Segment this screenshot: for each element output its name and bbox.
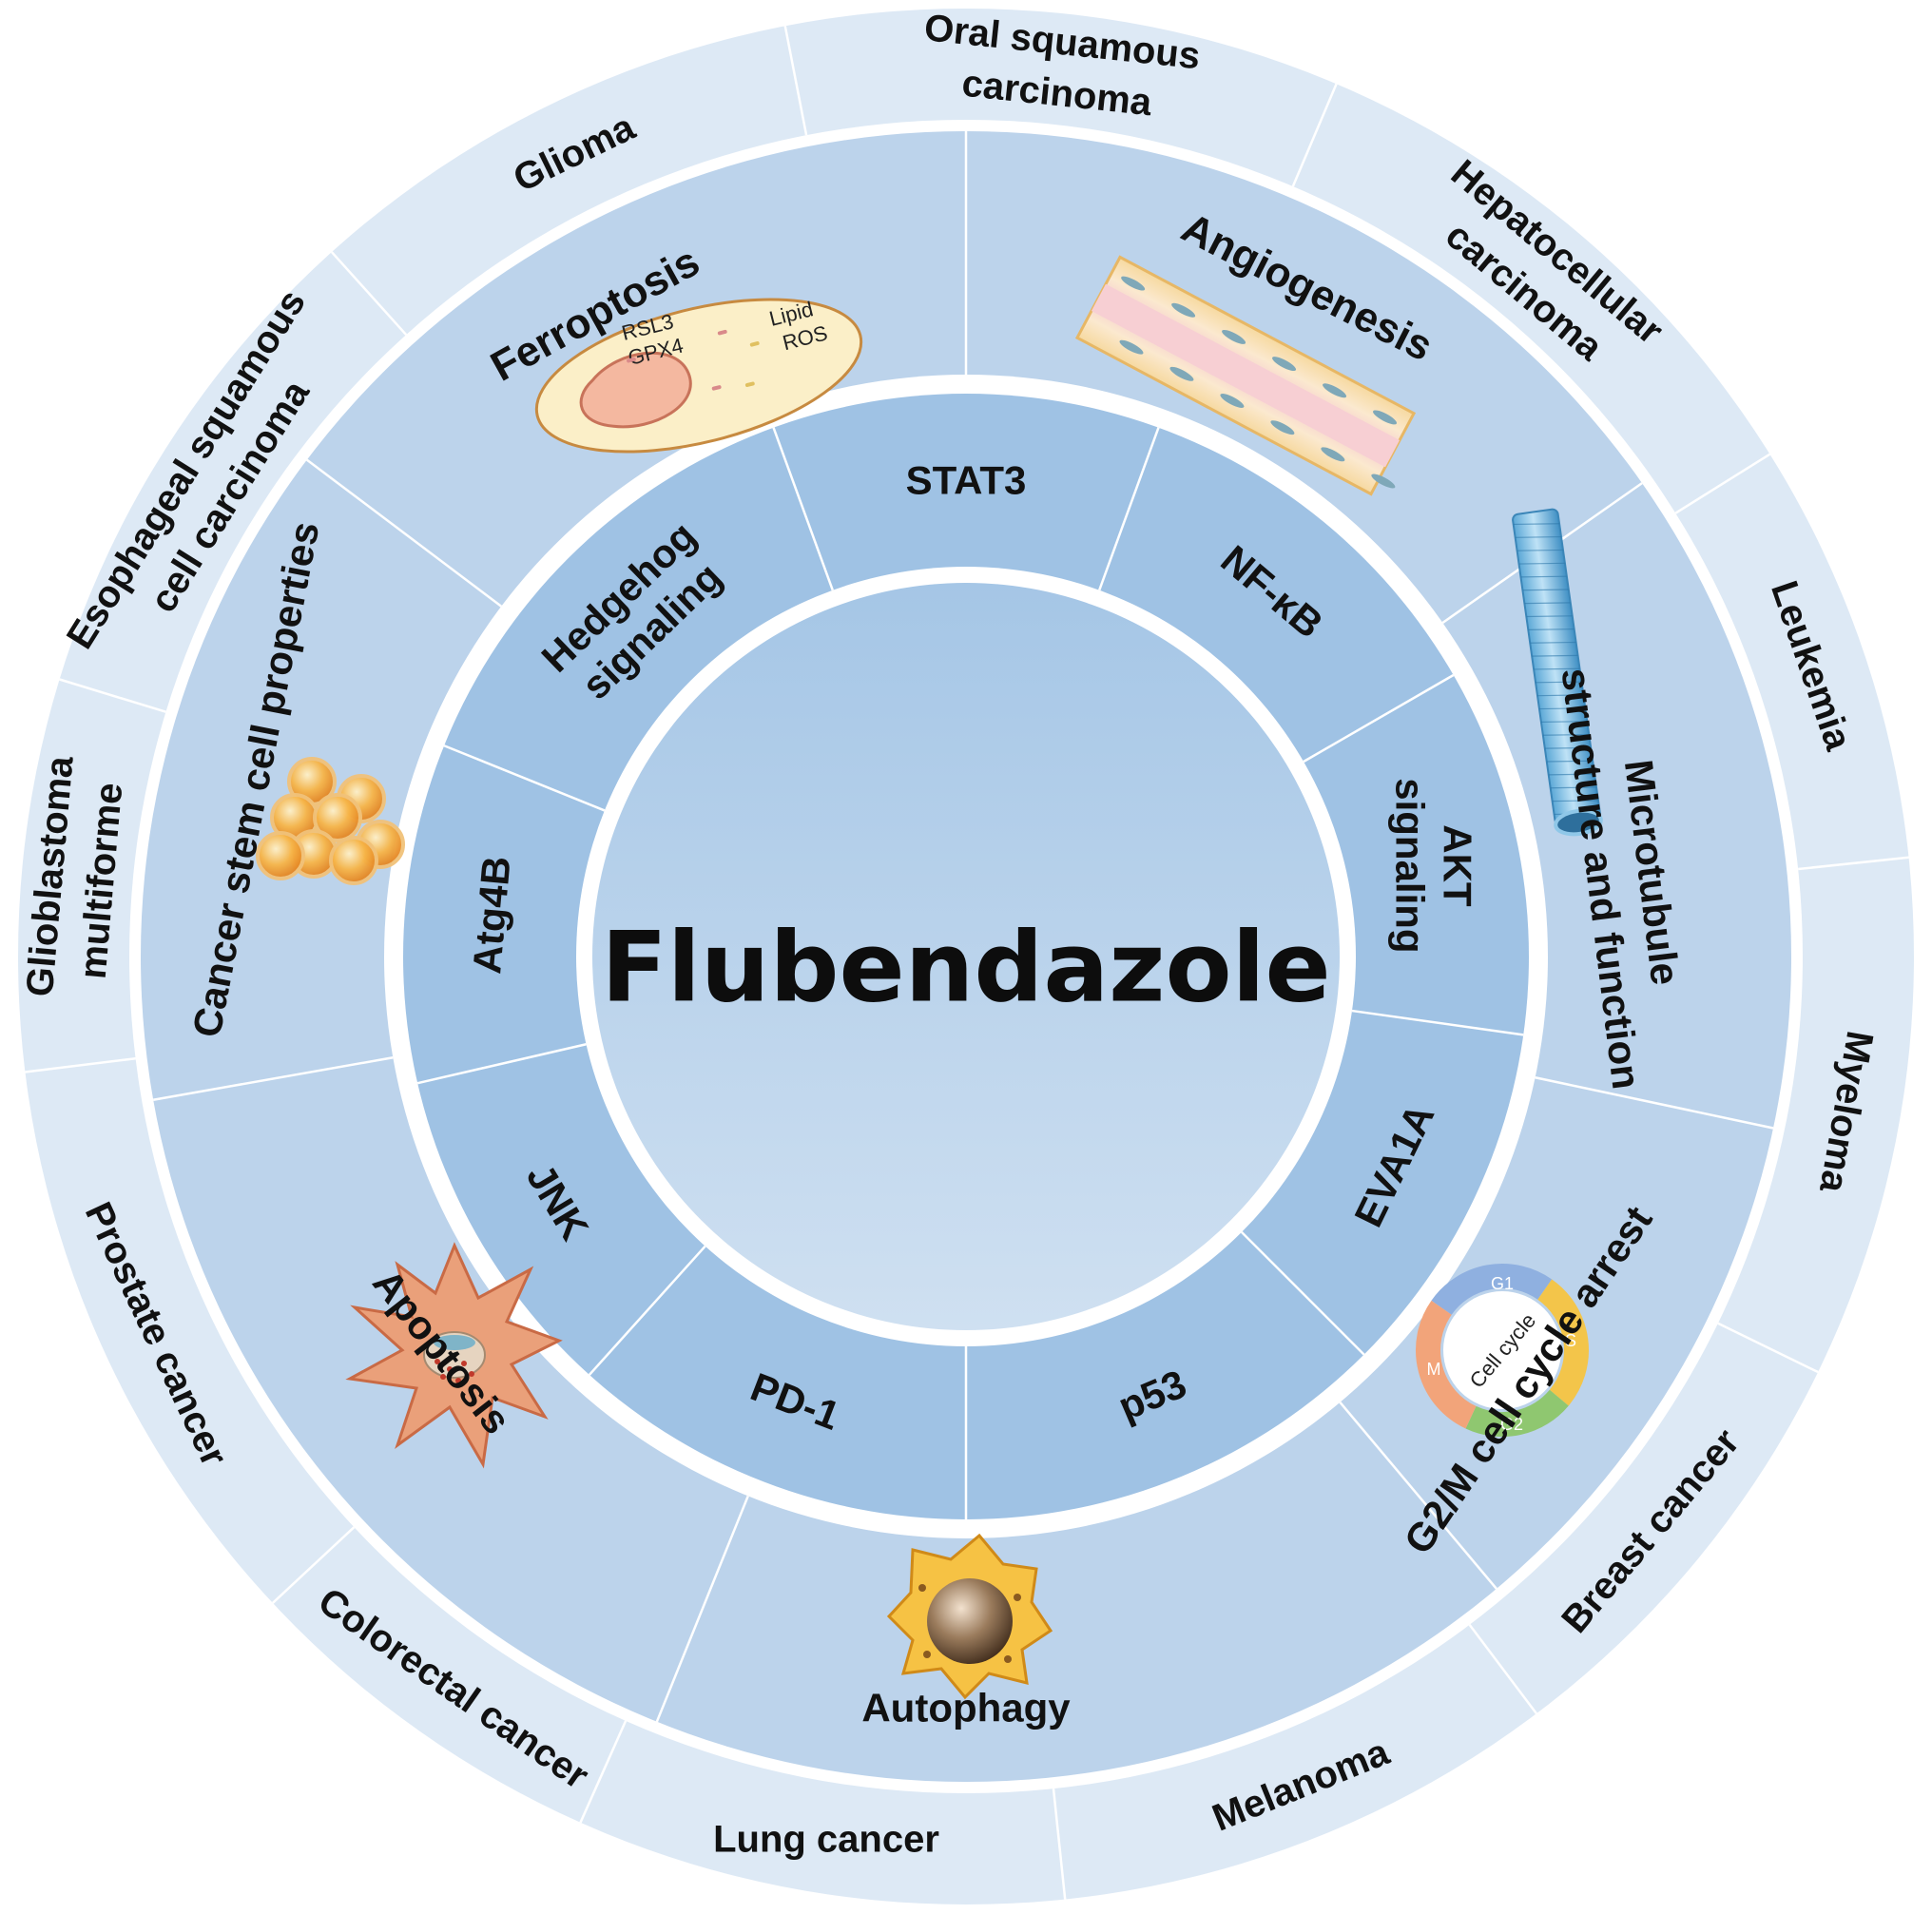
- process-divider: [1535, 1076, 1774, 1130]
- process-divider: [306, 458, 502, 608]
- signaling-divider: [772, 427, 834, 591]
- signaling-divider: [588, 1245, 706, 1376]
- cancer-divider: [1674, 453, 1771, 514]
- signaling-divider: [1351, 1009, 1524, 1036]
- cancer-divider: [1717, 1322, 1819, 1374]
- stat3-label-line: STAT3: [906, 458, 1027, 503]
- microtubule-icon: [1512, 508, 1603, 837]
- akt-label-line: signaling: [1387, 778, 1432, 953]
- center-disc: [592, 583, 1340, 1330]
- lung-label-line: Lung cancer: [713, 1818, 939, 1860]
- signaling-divider: [1303, 673, 1455, 764]
- cancer-divider: [271, 1526, 356, 1604]
- process-divider: [152, 1056, 394, 1101]
- cancer-divider: [1052, 1788, 1067, 1900]
- autophagy-label-line: Autophagy: [861, 1686, 1071, 1730]
- lung-label: Lung cancer: [713, 1818, 939, 1860]
- atg4b-label: Atg4B: [464, 855, 519, 976]
- blood-vessel-icon: [1074, 255, 1417, 496]
- cancer-divider: [59, 678, 166, 713]
- stat3-label: STAT3: [906, 458, 1027, 503]
- process-divider: [655, 1495, 749, 1723]
- cell-cycle-phase-label: M: [1427, 1360, 1441, 1379]
- stem-cell-cluster-icon: [256, 757, 405, 885]
- atg4b-label-line: Atg4B: [464, 855, 519, 976]
- signaling-divider: [1098, 427, 1160, 591]
- cancer-divider: [1468, 1624, 1538, 1714]
- process-divider: [1339, 1402, 1497, 1590]
- cancer-divider: [1291, 83, 1338, 187]
- cancer-divider: [25, 1057, 136, 1073]
- cancer-divider: [330, 251, 408, 336]
- cancer-divider: [1798, 856, 1909, 871]
- apoptotic-cell-icon: [345, 1242, 563, 1469]
- autophagy-label: Autophagy: [861, 1686, 1071, 1730]
- autophagy-cell-icon: [886, 1533, 1053, 1700]
- signaling-divider: [443, 744, 606, 812]
- cell-cycle-phase-label: S: [1565, 1331, 1576, 1350]
- cell-cycle-phase-label: G1: [1491, 1274, 1514, 1293]
- signaling-divider: [416, 1043, 587, 1085]
- signaling-divider: [1241, 1231, 1365, 1356]
- cancer-divider: [579, 1720, 628, 1824]
- cell-cycle-phase-label: G2: [1500, 1415, 1523, 1434]
- cancer-divider: [783, 26, 808, 136]
- center-title: Flubendazole: [601, 912, 1331, 1025]
- akt-label-line: AKT: [1435, 824, 1479, 907]
